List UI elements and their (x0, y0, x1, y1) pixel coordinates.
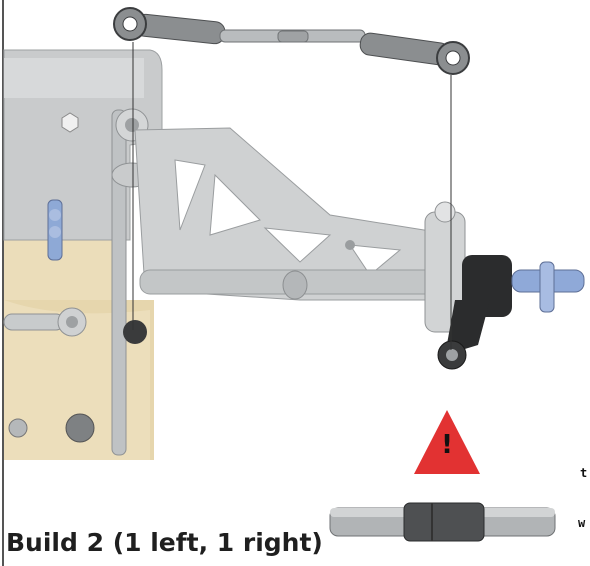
lower-suspension-arm (134, 127, 481, 301)
edge-text-1: t (580, 466, 588, 480)
upper-turnbuckle-link (113, 7, 470, 75)
warning-triangle-icon (414, 410, 480, 474)
build-caption: Build 2 (1 left, 1 right) (6, 528, 323, 557)
turnbuckle-icon (329, 502, 556, 542)
side-link (3, 307, 147, 344)
axle-stub (511, 261, 585, 313)
steering-knuckle (424, 201, 512, 355)
lower-bolts (8, 413, 95, 443)
edge-text-2: w (578, 516, 586, 530)
chassis-pivot-post (47, 199, 63, 261)
warning-mark: ! (441, 430, 453, 460)
